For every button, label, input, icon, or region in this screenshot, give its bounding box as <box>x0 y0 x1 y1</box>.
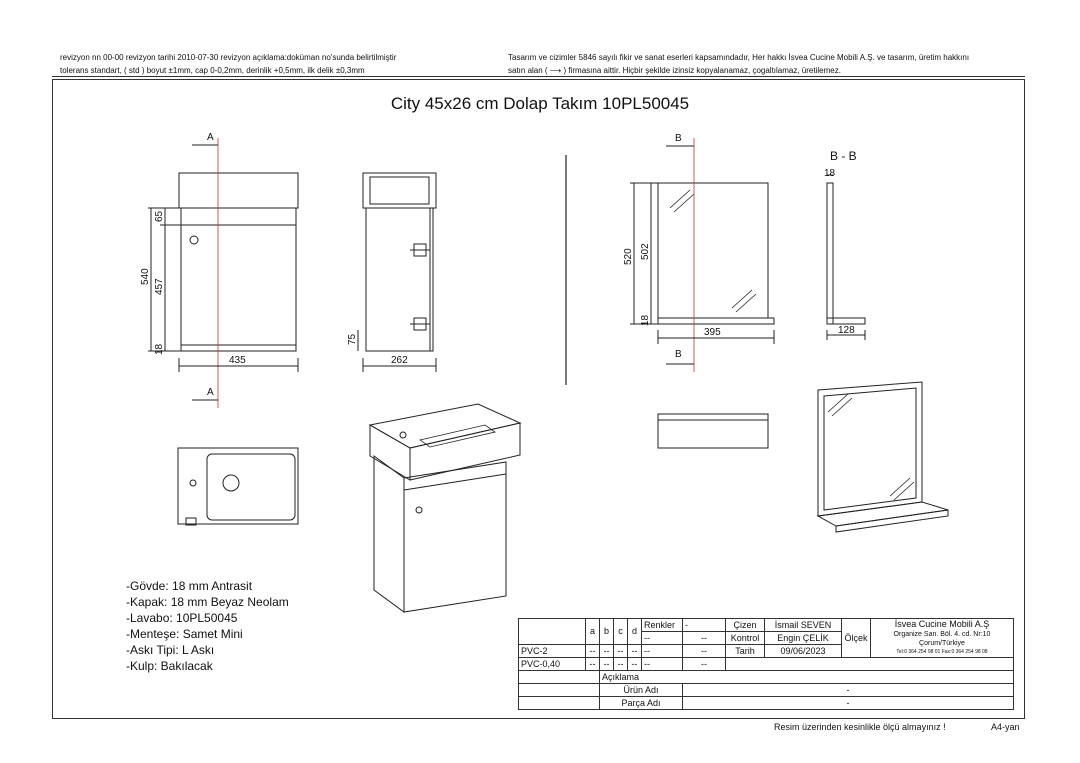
mirror-isometric-view <box>816 381 949 533</box>
material-specs: -Gövde: 18 mm Antrasit -Kapak: 18 mm Bey… <box>126 578 289 674</box>
drawing-frame <box>52 79 1025 719</box>
section-b-label-top: B <box>675 133 682 144</box>
cabinet-top-view <box>177 447 299 526</box>
section-a-label-top: A <box>207 132 214 143</box>
revision-note: revizyon nn 00-00 revizyon tarihi 2010-0… <box>60 53 397 75</box>
dim-cab-door: 457 <box>154 278 165 295</box>
dim-cab-width: 435 <box>229 355 246 366</box>
section-b-label-bottom: B <box>675 349 682 360</box>
spec-basin: -Lavabo: 10PL50045 <box>126 611 238 625</box>
dim-side-foot: 75 <box>347 333 358 345</box>
dim-section-depth: 128 <box>838 325 855 336</box>
spec-body: -Gövde: 18 mm Antrasit <box>126 579 253 593</box>
dim-mirror-glass: 502 <box>640 243 651 260</box>
copyright-note: Tasarım ve cizimler 5846 sayılı fikir ve… <box>508 53 970 75</box>
cabinet-isometric-view <box>368 403 522 613</box>
footer-note: Resim üzerinden kesinlikle ölçü almayını… <box>774 722 946 732</box>
spec-hinge: -Menteşe: Samet Mini <box>126 627 243 641</box>
cabinet-side-view <box>362 172 437 352</box>
section-bb-label: B - B <box>830 149 857 163</box>
mirror-front-view <box>657 182 775 325</box>
spec-handle: -Kulp: Bakılacak <box>126 659 213 673</box>
dim-mirror-width: 395 <box>704 327 721 338</box>
company-info: İsvea Cucine Mobili A.Ş Organize San. Bö… <box>870 618 1014 658</box>
dim-cab-top: 65 <box>154 210 165 222</box>
shelf-view <box>657 413 769 449</box>
dim-section-thick: 18 <box>824 168 836 179</box>
header-divider <box>52 76 1025 77</box>
sheet-size: A4-yan <box>991 722 1020 732</box>
title-block: a b c d Renkler - Çizen İsmail SEVEN Ölç… <box>518 618 1014 710</box>
section-a-label-bottom: A <box>207 387 214 398</box>
spec-hanger: -Askı Tipi: L Askı <box>126 643 215 657</box>
dim-cab-height: 540 <box>140 268 151 285</box>
mirror-section-view <box>826 182 866 325</box>
cabinet-front-view <box>178 172 299 352</box>
dim-mirror-shelf: 18 <box>640 314 651 326</box>
dim-cab-base: 18 <box>154 343 165 355</box>
dim-side-depth: 262 <box>391 355 408 366</box>
spec-door: -Kapak: 18 mm Beyaz Neolam <box>126 595 289 609</box>
dim-mirror-height: 520 <box>623 248 634 265</box>
drawing-title: City 45x26 cm Dolap Takım 10PL50045 <box>390 94 690 113</box>
